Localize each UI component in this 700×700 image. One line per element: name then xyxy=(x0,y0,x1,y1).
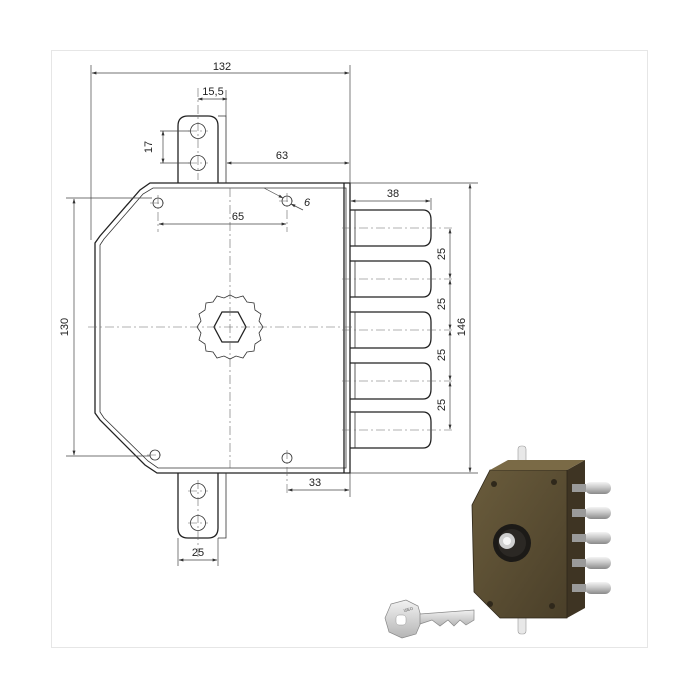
photo-bolts xyxy=(572,482,611,594)
dim-overall-width: 132 xyxy=(213,61,231,73)
dimension-lines xyxy=(66,65,478,566)
cylinder-spindle xyxy=(88,188,353,468)
dim-strike-hole-spacing: 17 xyxy=(143,141,155,153)
bottom-strike-plate xyxy=(177,473,227,560)
lock-case-outline xyxy=(94,182,351,474)
dim-case-height: 130 xyxy=(59,318,71,336)
dimension-labels: 132 15,5 17 63 38 65 6 130 146 25 25 25 … xyxy=(59,61,468,559)
dim-bolt-spacing-4: 25 xyxy=(436,399,448,411)
key-brand-label: ISEO xyxy=(403,606,414,613)
top-strike-plate xyxy=(177,88,227,183)
dim-overall-height: 146 xyxy=(456,318,468,336)
bolts xyxy=(342,209,452,449)
screw-holes xyxy=(147,193,295,493)
dim-bolt-projection: 38 xyxy=(387,188,399,200)
dim-bolt-spacing-2: 25 xyxy=(436,298,448,310)
key-photo: ISEO xyxy=(384,599,475,639)
dim-bolt-spacing-3: 25 xyxy=(436,349,448,361)
lock-product-photo xyxy=(471,445,611,635)
dim-strike-plate-width: 25 xyxy=(192,547,204,559)
dim-screw-hole-diameter: 6 xyxy=(304,197,311,209)
dim-bolt-spacing-1: 25 xyxy=(436,248,448,260)
dim-strike-offset: 15,5 xyxy=(202,86,223,98)
image-frame xyxy=(51,50,648,648)
dim-bottom-hole-offset: 33 xyxy=(309,477,321,489)
dim-screw-hole-distance: 65 xyxy=(232,211,244,223)
dim-spindle-to-front: 63 xyxy=(276,150,288,162)
